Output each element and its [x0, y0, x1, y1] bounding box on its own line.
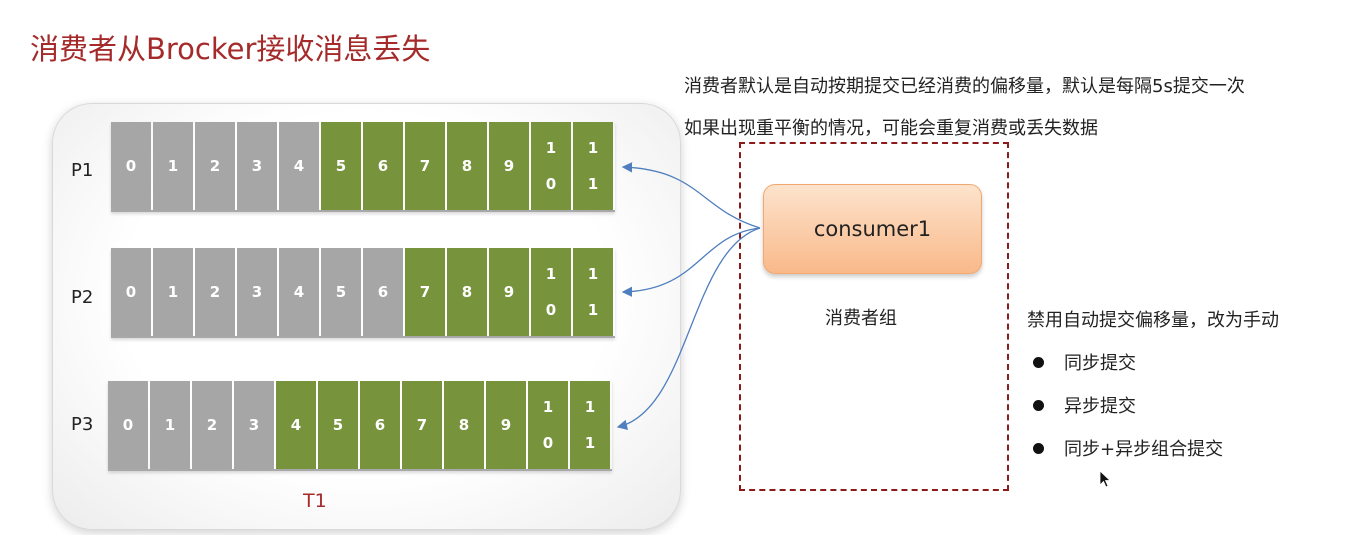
note-auto-commit: 消费者默认是自动按期提交已经消费的偏移量，默认是每隔5s提交一次 — [684, 76, 1245, 97]
solution-item: 同步提交 — [1033, 349, 1136, 375]
offset-cell: 5 — [321, 248, 361, 336]
arrow-to-p2 — [621, 227, 761, 297]
partition-label-p1: P1 — [71, 160, 94, 181]
solution-item-label: 同步提交 — [1064, 353, 1136, 374]
offset-cell: 8 — [447, 248, 487, 336]
offset-cell: 7 — [402, 381, 442, 469]
offset-cell: 7 — [405, 248, 445, 336]
bullet-icon — [1033, 442, 1044, 454]
offset-cell: 8 — [444, 381, 484, 469]
offset-cell: 6 — [363, 122, 403, 210]
solution-item: 异步提交 — [1033, 392, 1136, 418]
consumer-node: consumer1 — [763, 184, 982, 274]
offset-cell: 6 — [360, 381, 400, 469]
topic-label: T1 — [303, 490, 327, 512]
offset-cell: 2 — [195, 122, 235, 210]
offset-cell: 0 — [111, 122, 151, 210]
arrow-to-p1 — [621, 162, 761, 229]
offset-cell: 5 — [321, 122, 361, 210]
solution-item-label: 同步+异步组合提交 — [1064, 439, 1224, 460]
offset-cell: 1 — [153, 122, 193, 210]
offset-cell: 3 — [237, 122, 277, 210]
offset-cell: 5 — [318, 381, 358, 469]
bullet-icon — [1033, 356, 1044, 368]
offset-cell: 2 — [192, 381, 232, 469]
offset-cell: 1 — [153, 248, 193, 336]
solution-item: 同步+异步组合提交 — [1033, 435, 1223, 461]
consumer-group-label: 消费者组 — [825, 308, 897, 329]
offset-cell: 4 — [279, 122, 319, 210]
offset-cell: 4 — [279, 248, 319, 336]
solution-title: 禁用自动提交偏移量，改为手动 — [1027, 310, 1279, 331]
offset-cell: 9 — [486, 381, 526, 469]
offset-cell: 7 — [405, 122, 445, 210]
offset-cell: 8 — [447, 122, 487, 210]
offset-cell: 9 — [489, 122, 529, 210]
offset-cell: 6 — [363, 248, 403, 336]
offset-cell: 4 — [276, 381, 316, 469]
offset-cell: 1 — [150, 381, 190, 469]
slide-title: 消费者从Brocker接收消息丢失 — [30, 32, 431, 66]
offset-cell: 2 — [195, 248, 235, 336]
partition-label-p3: P3 — [71, 414, 94, 435]
solution-item-label: 异步提交 — [1064, 396, 1136, 417]
arrow-to-p3 — [616, 227, 761, 430]
offset-cell: 0 — [111, 248, 151, 336]
partition-label-p2: P2 — [71, 287, 94, 308]
offset-cell: 9 — [489, 248, 529, 336]
offset-cell: 3 — [234, 381, 274, 469]
bullet-icon — [1033, 399, 1044, 411]
mouse-cursor-icon — [1099, 470, 1112, 488]
note-rebalance: 如果出现重平衡的情况，可能会重复消费或丢失数据 — [684, 118, 1098, 139]
offset-cell: 0 — [108, 381, 148, 469]
offset-cell: 3 — [237, 248, 277, 336]
consumer-group-box — [739, 142, 1009, 491]
